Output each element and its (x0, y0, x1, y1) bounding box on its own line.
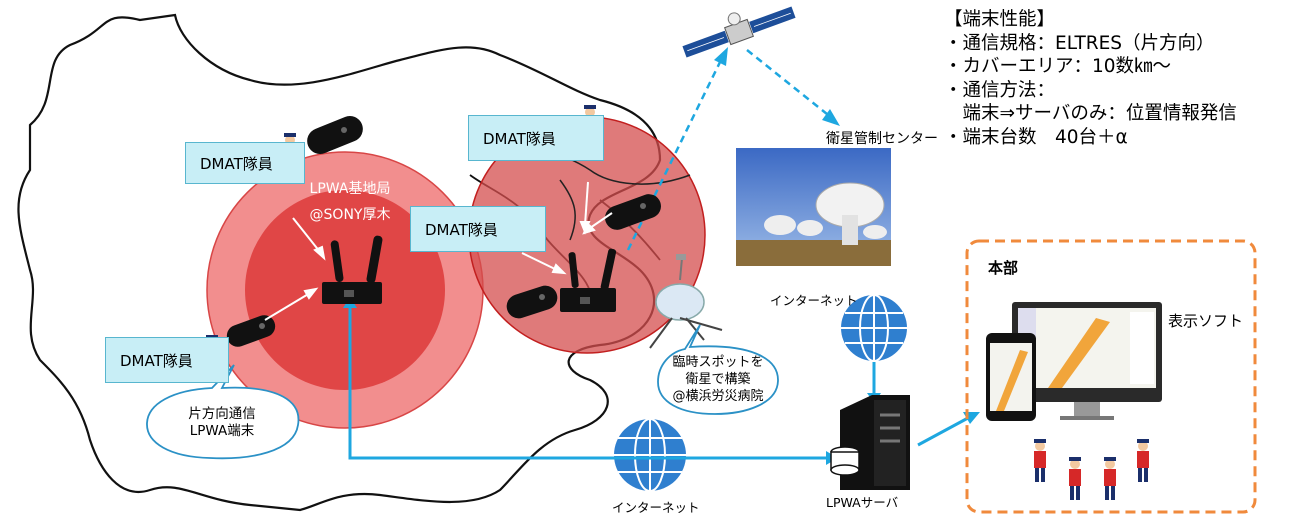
display-software-label: 表示ソフト (1168, 312, 1244, 330)
portable-satellite-dish-icon (649, 254, 723, 349)
bubble-hotspot-line: 臨時スポットを (672, 355, 764, 370)
smartphone-icon (986, 333, 1036, 421)
satellite-icon (682, 6, 796, 58)
hq-box (965, 239, 1257, 514)
dmat-callout: DMAT隊員 (185, 142, 305, 184)
gateway-device-icon (322, 235, 383, 304)
spec-item: 端末⇒サーバのみ：位置情報発信 (944, 103, 1237, 124)
internet-label: インターネット (770, 293, 858, 308)
map-inner-line (559, 179, 576, 241)
server-label: LPWAサーバ (826, 495, 899, 510)
dmat-label: DMAT隊員 (120, 351, 193, 370)
internet-globe-icon (614, 418, 686, 492)
arrowhead-icon (714, 47, 728, 66)
spec-item: ・端末台数 40台＋α (944, 126, 1128, 148)
spec-item: ・通信規格：ELTRES（片方向） (944, 32, 1215, 54)
gateway-device-icon (560, 248, 617, 312)
terminal-spec-panel: 【端末性能】 ・通信規格：ELTRES（片方向） ・カバーエリア：10数㎞～ ・… (944, 8, 1237, 149)
bubble-terminal-text: 片方向通信 LPWA端末 (160, 406, 284, 440)
spec-item: ・通信方法： (944, 79, 1056, 101)
dmat-label: DMAT隊員 (425, 220, 498, 239)
arrowhead-icon (822, 109, 840, 126)
link-server-to-hq (917, 416, 969, 447)
hq-title: 本部 (988, 259, 1019, 277)
spec-title: 【端末性能】 (944, 9, 1056, 30)
dmat-callout: DMAT隊員 (105, 337, 229, 383)
dmat-label: DMAT隊員 (483, 129, 556, 148)
dmat-callout: DMAT隊員 (410, 206, 546, 252)
speech-bubble-terminal (146, 364, 300, 460)
monitor-icon (1012, 302, 1162, 420)
bubble-hotspot-line: 衛星で構築 (685, 372, 751, 387)
base-station-name: LPWA基地局 (309, 181, 391, 197)
internet-globe-icon (841, 294, 907, 362)
bubble-hotspot-line: @横浜労災病院 (672, 389, 764, 404)
dmat-callout: DMAT隊員 (468, 115, 604, 161)
lpwa-terminal-icon (506, 285, 558, 319)
satellite-center-label: 衛星管制センター (826, 131, 938, 147)
bubble-terminal-line: LPWA端末 (189, 423, 255, 439)
downlink-dashed (746, 49, 833, 119)
bubble-terminal-line: 片方向通信 (188, 406, 256, 422)
internet-label: インターネット (612, 500, 700, 515)
base-station-label: LPWA基地局 @SONY厚木 (300, 176, 400, 228)
spec-item: ・カバーエリア：10数㎞～ (944, 56, 1172, 77)
lpwa-terminal-icon (226, 315, 276, 347)
link-base-to-server (348, 298, 830, 460)
ground-station-photo (736, 148, 891, 266)
server-icon (830, 395, 910, 490)
speech-bubble-hotspot (657, 324, 779, 415)
lpwa-terminal-icon (307, 116, 363, 154)
lpwa-terminal-icon (605, 194, 661, 230)
arrow-icon (264, 181, 613, 321)
bubble-hotspot-text: 臨時スポットを 衛星で構築 @横浜労災病院 (662, 354, 774, 405)
dmat-label: DMAT隊員 (200, 154, 273, 173)
base-station-location: @SONY厚木 (309, 207, 391, 223)
